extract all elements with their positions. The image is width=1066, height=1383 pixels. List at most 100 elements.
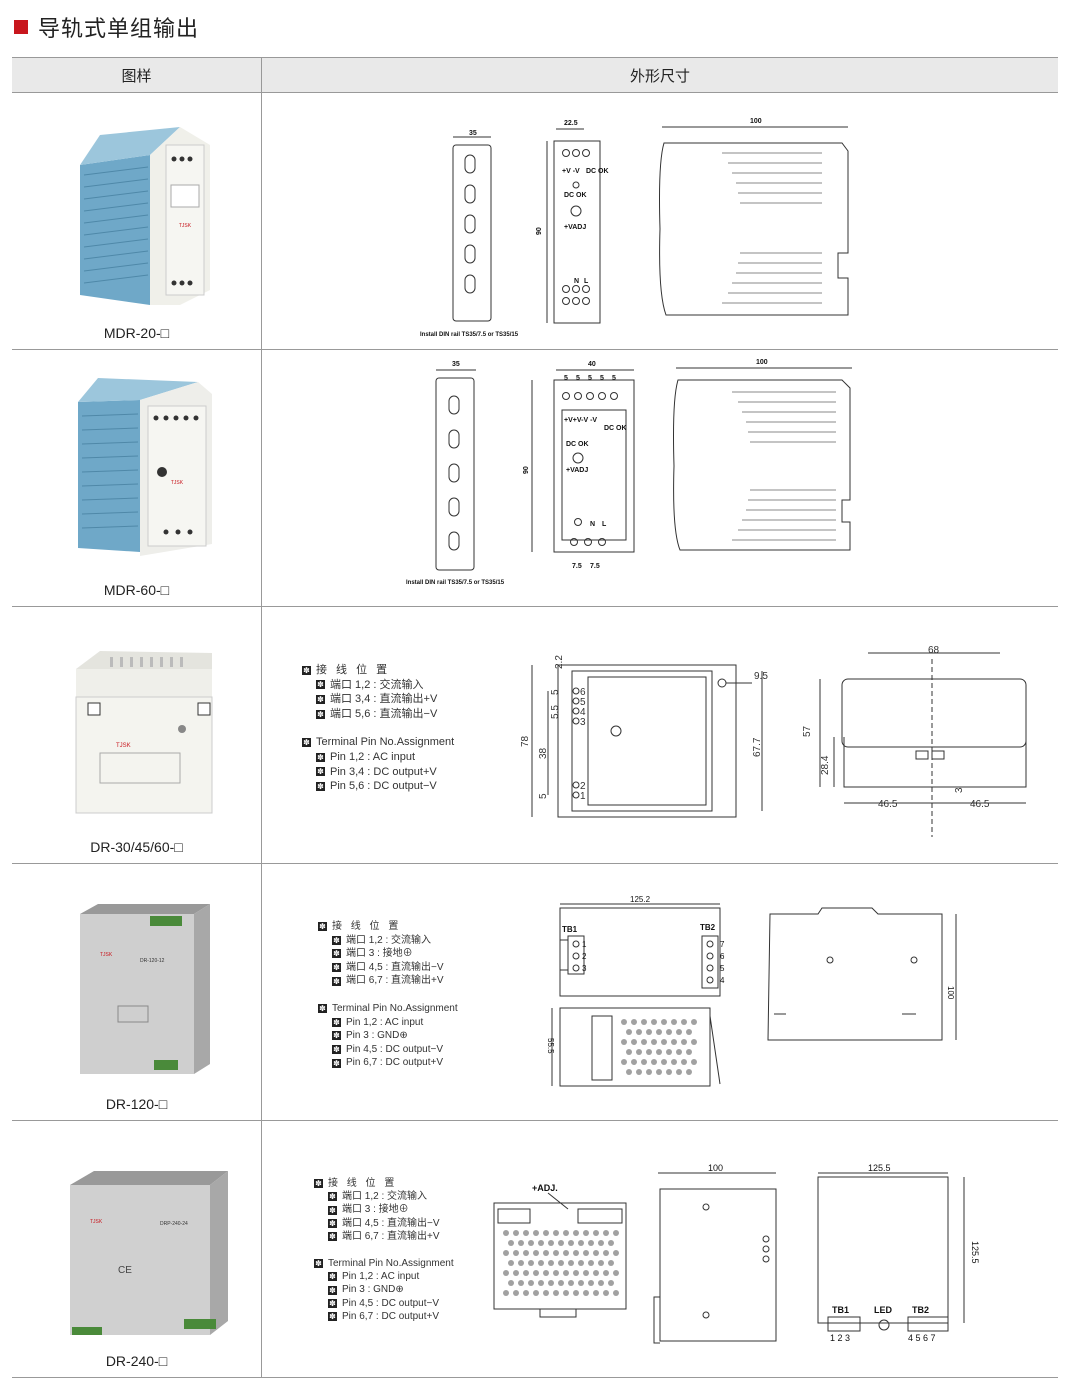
svg-text:TJSK: TJSK <box>90 1219 103 1225</box>
title-text: 导轨式单组输出 <box>38 16 200 41</box>
svg-text:5: 5 <box>588 375 592 382</box>
dimension-drawing-cell: 35 22.5 90 100 +V -V DC OK DC OK +VADJ N… <box>262 93 1058 349</box>
svg-text:6: 6 <box>720 952 725 961</box>
note-bullet-icon: ✽ <box>328 1311 337 1321</box>
svg-text:TB1: TB1 <box>562 925 578 934</box>
product-image-cell: TJSK MDR-20-□ <box>12 93 262 349</box>
header-dimensions: 外形尺寸 <box>629 67 690 85</box>
svg-text:1: 1 <box>582 940 587 949</box>
product-photo-dr240: TJSK DRP-240-24 CE <box>70 1171 228 1335</box>
svg-text:5.5: 5.5 <box>550 705 561 719</box>
svg-text:7.5: 7.5 <box>590 563 600 570</box>
svg-text:L: L <box>602 521 607 528</box>
svg-text:Install DIN rail TS35/7.5 or T: Install DIN rail TS35/7.5 or TS35/15 <box>406 580 505 586</box>
svg-text:CE: CE <box>118 1265 132 1276</box>
note-bullet-icon: ✽ <box>316 752 325 762</box>
svg-text:38: 38 <box>538 747 549 759</box>
svg-text:TJSK: TJSK <box>171 480 184 486</box>
product-photo-mdr20: TJSK <box>80 127 210 305</box>
svg-text:7.5: 7.5 <box>572 563 582 570</box>
svg-text:90: 90 <box>536 227 543 235</box>
note-bullet-icon: ✽ <box>316 767 325 777</box>
note-bullet-icon: ✽ <box>328 1192 337 1202</box>
svg-text:5: 5 <box>612 375 616 382</box>
svg-text:TB1: TB1 <box>832 1305 849 1315</box>
svg-text:100: 100 <box>946 986 955 1000</box>
note-bullet-icon: ✽ <box>332 1045 341 1055</box>
note-bullet-icon: ✽ <box>332 935 341 945</box>
dimension-drawing-cell: ✽接 线 位 置 ✽端口 1,2 : 交流输入 ✽端口 3 : 接地⊕ ✽端口 … <box>262 1121 1058 1377</box>
svg-text:TJSK: TJSK <box>179 223 192 229</box>
svg-text:LED: LED <box>874 1305 893 1315</box>
svg-text:N: N <box>574 278 579 285</box>
product-photo-mdr60: TJSK <box>78 378 212 556</box>
svg-text:125.2: 125.2 <box>630 895 651 904</box>
spec-table: 图样 外形尺寸 TJSK MDR- <box>12 57 1058 1378</box>
svg-text:DC OK: DC OK <box>566 441 589 448</box>
model-label: DR-30/45/60-□ <box>90 839 183 855</box>
svg-text:+ADJ.: +ADJ. <box>532 1183 558 1193</box>
svg-text:46.5: 46.5 <box>970 799 990 810</box>
note-bullet-icon: ✽ <box>318 922 327 932</box>
svg-text:Install DIN rail TS35/7.5 or T: Install DIN rail TS35/7.5 or TS35/15 <box>420 332 519 338</box>
note-bullet-icon: ✽ <box>332 949 341 959</box>
product-image-cell: TJSK MDR-60-□ <box>12 350 262 606</box>
svg-text:5: 5 <box>564 375 568 382</box>
page-title: 导轨式单组输出 <box>14 12 199 42</box>
svg-text:TB2: TB2 <box>700 923 716 932</box>
svg-text:4: 4 <box>580 707 586 718</box>
product-photo-dr120: TJSK DR-120-12 <box>80 904 210 1074</box>
svg-text:22.5: 22.5 <box>564 120 578 127</box>
svg-text:57: 57 <box>802 725 813 737</box>
svg-text:78: 78 <box>520 735 531 747</box>
note-bullet-icon: ✽ <box>332 976 341 986</box>
svg-text:35: 35 <box>469 130 477 137</box>
svg-text:DC OK: DC OK <box>586 168 609 175</box>
table-header: 图样 外形尺寸 <box>12 58 1058 93</box>
drawing-dr240: +ADJ. 100 125.5 125.5 TB1 LED TB2 1 2 3 … <box>493 1163 980 1344</box>
svg-text:DC OK: DC OK <box>564 192 587 199</box>
pin-notes-cn: ✽接 线 位 置 ✽端口 1,2 : 交流输入 ✽端口 3,4 : 直流输出+V… <box>302 664 455 793</box>
note-bullet-icon: ✽ <box>302 665 311 675</box>
note-bullet-icon: ✽ <box>314 1179 323 1189</box>
svg-text:L: L <box>584 278 589 285</box>
product-image-cell: TJSK DRP-240-24 CE DR-240-□ <box>12 1121 262 1377</box>
svg-text:+V+V-V -V: +V+V-V -V <box>564 417 597 424</box>
svg-text:55.5: 55.5 <box>546 1038 555 1054</box>
note-bullet-icon: ✽ <box>316 680 325 690</box>
table-row: TJSK MDR-60-□ <box>12 350 1058 607</box>
svg-text:5: 5 <box>538 793 549 799</box>
drawing-dr30: 2.2 5 5.5 78 38 5 9.5 67.7 68 57 28.4 3 … <box>520 645 1027 837</box>
svg-text:4: 4 <box>720 976 725 985</box>
svg-text:+VADJ: +VADJ <box>566 467 588 474</box>
svg-text:5: 5 <box>550 689 561 695</box>
product-image-cell: TJSK DR-30/45/60-□ <box>12 607 262 863</box>
svg-text:125.5: 125.5 <box>868 1163 891 1173</box>
svg-text:+VADJ: +VADJ <box>564 224 586 231</box>
drawing-mdr20: 35 22.5 90 100 +V -V DC OK DC OK +VADJ N… <box>420 118 849 338</box>
svg-text:3: 3 <box>582 964 587 973</box>
note-bullet-icon: ✽ <box>316 709 325 719</box>
svg-text:125.5: 125.5 <box>970 1241 980 1264</box>
svg-text:2: 2 <box>580 781 586 792</box>
svg-text:46.5: 46.5 <box>878 799 898 810</box>
svg-text:100: 100 <box>750 118 762 125</box>
svg-text:5: 5 <box>580 697 586 708</box>
svg-text:DR-120-12: DR-120-12 <box>140 958 165 964</box>
note-bullet-icon: ✽ <box>328 1205 337 1215</box>
table-row: TJSK MDR-20-□ <box>12 93 1058 350</box>
title-marker <box>14 20 28 34</box>
svg-text:68: 68 <box>928 645 940 656</box>
svg-text:5: 5 <box>576 375 580 382</box>
svg-text:2.2: 2.2 <box>554 655 565 669</box>
note-bullet-icon: ✽ <box>316 781 325 791</box>
model-label: DR-120-□ <box>105 1096 168 1112</box>
note-bullet-icon: ✽ <box>316 694 325 704</box>
svg-text:28.4: 28.4 <box>820 755 831 775</box>
note-bullet-icon: ✽ <box>328 1218 337 1228</box>
note-bullet-icon: ✽ <box>328 1272 337 1282</box>
note-heading: ✽Terminal Pin No.Assignment <box>302 736 455 749</box>
svg-text:67.7: 67.7 <box>752 737 763 757</box>
svg-text:5: 5 <box>720 964 725 973</box>
svg-text:2: 2 <box>582 952 587 961</box>
